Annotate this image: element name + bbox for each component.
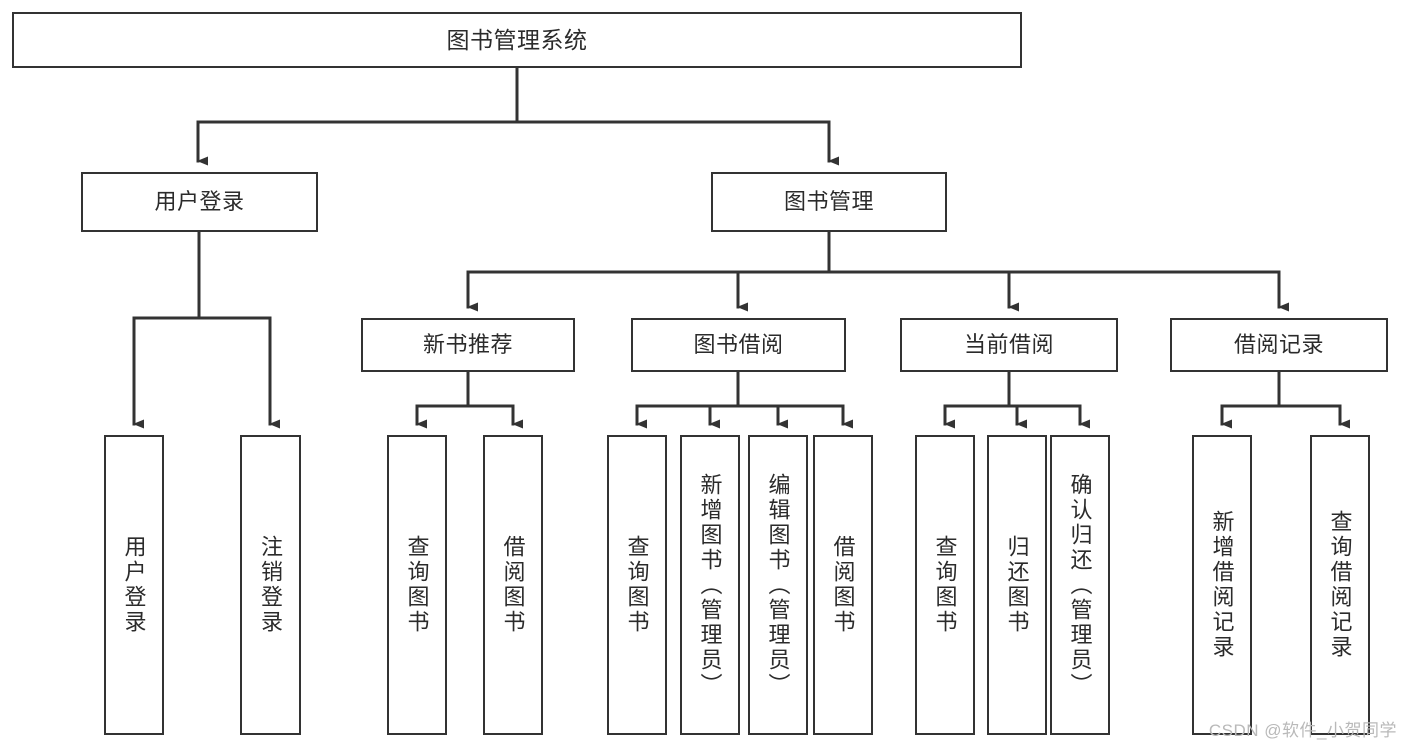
node-leaf-query-book-current[interactable]: 查询图书 — [915, 435, 975, 735]
node-label-leaf-return-book: 归还图书 — [1004, 535, 1030, 635]
node-label-leaf-logout-login: 注销登录 — [258, 535, 284, 635]
node-label-current-borrow: 当前借阅 — [963, 332, 1054, 358]
node-label-borrow-record: 借阅记录 — [1233, 332, 1324, 358]
node-label-leaf-query-book-new: 查询图书 — [404, 535, 430, 635]
node-leaf-user-login[interactable]: 用户登录 — [104, 435, 164, 735]
node-book-borrow[interactable]: 图书借阅 — [631, 318, 846, 372]
node-book-management[interactable]: 图书管理 — [711, 172, 947, 232]
node-leaf-confirm-return[interactable]: 确认归还（管理员） — [1050, 435, 1110, 735]
node-label-leaf-query-book-current: 查询图书 — [932, 535, 958, 635]
node-leaf-logout-login[interactable]: 注销登录 — [240, 435, 301, 735]
node-leaf-query-borrow-record[interactable]: 查询借阅记录 — [1310, 435, 1370, 735]
node-label-leaf-user-login: 用户登录 — [121, 535, 147, 635]
node-label-leaf-edit-book: 编辑图书（管理员） — [765, 472, 791, 698]
node-label-leaf-add-book: 新增图书（管理员） — [697, 472, 723, 698]
node-leaf-query-book-new[interactable]: 查询图书 — [387, 435, 447, 735]
node-leaf-add-book[interactable]: 新增图书（管理员） — [680, 435, 740, 735]
node-label-leaf-add-borrow-record: 新增借阅记录 — [1209, 510, 1235, 660]
node-label-user-login: 用户登录 — [154, 189, 245, 215]
node-label-leaf-query-book-borrow: 查询图书 — [624, 535, 650, 635]
node-label-book-borrow: 图书借阅 — [693, 332, 784, 358]
node-current-borrow[interactable]: 当前借阅 — [900, 318, 1118, 372]
node-root-system[interactable]: 图书管理系统 — [12, 12, 1022, 68]
node-leaf-add-borrow-record[interactable]: 新增借阅记录 — [1192, 435, 1252, 735]
watermark-text: CSDN @软件_小贺同学 — [1208, 721, 1397, 740]
node-new-book-recommend[interactable]: 新书推荐 — [361, 318, 575, 372]
node-leaf-borrow-book-new[interactable]: 借阅图书 — [483, 435, 543, 735]
node-label-leaf-confirm-return: 确认归还（管理员） — [1067, 472, 1093, 698]
node-label-leaf-borrow-book-new: 借阅图书 — [500, 535, 526, 635]
node-leaf-borrow-book[interactable]: 借阅图书 — [813, 435, 873, 735]
node-leaf-return-book[interactable]: 归还图书 — [987, 435, 1047, 735]
node-label-new-book-recommend: 新书推荐 — [422, 332, 513, 358]
node-label-root-system: 图书管理系统 — [446, 26, 588, 53]
node-label-leaf-query-borrow-record: 查询借阅记录 — [1327, 510, 1353, 660]
node-borrow-record[interactable]: 借阅记录 — [1170, 318, 1388, 372]
node-leaf-query-book-borrow[interactable]: 查询图书 — [607, 435, 667, 735]
node-label-book-management: 图书管理 — [783, 189, 874, 215]
node-user-login[interactable]: 用户登录 — [81, 172, 318, 232]
node-leaf-edit-book[interactable]: 编辑图书（管理员） — [748, 435, 808, 735]
node-label-leaf-borrow-book: 借阅图书 — [830, 535, 856, 635]
